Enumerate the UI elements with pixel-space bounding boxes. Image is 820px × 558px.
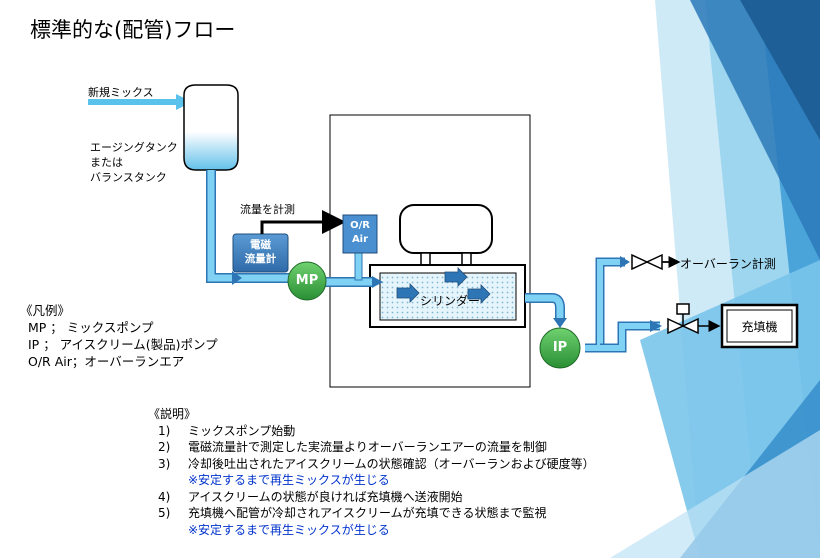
notes: 《説明》 1)ミックスポンプ始動 2)電磁流量計で測定した実流量よりオーバーラン…	[148, 406, 595, 538]
or-air-box	[342, 214, 378, 254]
or-air-label: O/R Air	[343, 219, 377, 247]
legend-item-or-air: O/R Air；オーバーランエア	[28, 354, 185, 369]
page-title: 標準的な(配管)フロー	[30, 18, 236, 42]
filler-box	[720, 303, 799, 349]
pipe-mp-to-cylinder	[322, 276, 383, 288]
ip-label: IP	[552, 340, 568, 355]
new-mix-label: 新規ミックス	[88, 86, 154, 99]
legend: 《凡例》 MP ； ミックスポンプ IP ； アイスクリーム(製品)ポンプ O/…	[20, 302, 218, 370]
note-item: 1)ミックスポンプ始動	[158, 423, 296, 438]
emf-label-line1: 電磁	[250, 239, 271, 251]
overrun-valve	[631, 253, 681, 271]
flow-measure-label: 流量を計測	[240, 203, 295, 216]
tank-label-line1: エージングタンク	[90, 141, 178, 154]
notes-heading: 《説明》	[148, 407, 197, 421]
note-item: 3)冷却後吐出されたアイスクリームの状態確認（オーバーランおよび硬度等）	[158, 456, 595, 471]
signal-line	[260, 210, 346, 234]
background-decoration	[610, 0, 820, 558]
note-item: 2)電磁流量計で測定した実流量よりオーバーランエアーの流量を制御	[158, 440, 547, 454]
filler-label: 充填機	[741, 320, 778, 334]
cylinder-label: シリンダー	[420, 294, 481, 308]
pipe-ip-outlet	[585, 256, 662, 353]
tank-label-line2: または	[90, 156, 123, 169]
emf-label: 電磁 流量計	[233, 238, 288, 266]
cylinder-flow-arrow-2	[396, 283, 420, 303]
pipe-tank-to-mp	[206, 170, 292, 285]
note-item: 5)充填機へ配管が冷却されアイスクリームが充填できる状態まで監視	[158, 506, 547, 520]
motor-leg-left	[420, 252, 431, 266]
or-air-label-line2: Air	[351, 234, 369, 245]
motor	[399, 204, 493, 254]
pipe-cylinder-to-ip	[525, 293, 567, 328]
legend-heading: 《凡例》	[20, 303, 71, 318]
mp-label: MP	[295, 273, 319, 288]
legend-item-mp: MP ； ミックスポンプ	[28, 320, 154, 335]
motor-leg-right	[461, 252, 472, 266]
note-item: 4)アイスクリームの状態が良ければ充填機へ送液開始	[158, 489, 463, 504]
mix-pump	[287, 261, 327, 301]
legend-item-ip: IP ； アイスクリーム(製品)ポンプ	[28, 337, 218, 352]
ice-cream-pump	[539, 327, 581, 369]
pipe-or-air	[354, 251, 363, 281]
filler-box-inner	[726, 309, 793, 343]
overrun-measure-label: オーバーラン計測	[680, 257, 776, 271]
or-air-label-line1: O/R	[350, 220, 370, 231]
cylinder-flow-arrow-1	[444, 267, 468, 287]
note-item-highlight: ※安定するまで再生ミックスが生じる	[188, 522, 390, 537]
aging-tank	[183, 84, 239, 171]
tank-label-line3: バランスタンク	[90, 171, 167, 184]
filler-valve	[667, 303, 721, 335]
tank-label: エージングタンク または バランスタンク	[90, 140, 178, 185]
note-item-highlight: ※安定するまで再生ミックスが生じる	[188, 473, 390, 487]
emf-label-line2: 流量計	[244, 253, 277, 265]
cylinder-flow-arrow-3	[467, 284, 491, 304]
